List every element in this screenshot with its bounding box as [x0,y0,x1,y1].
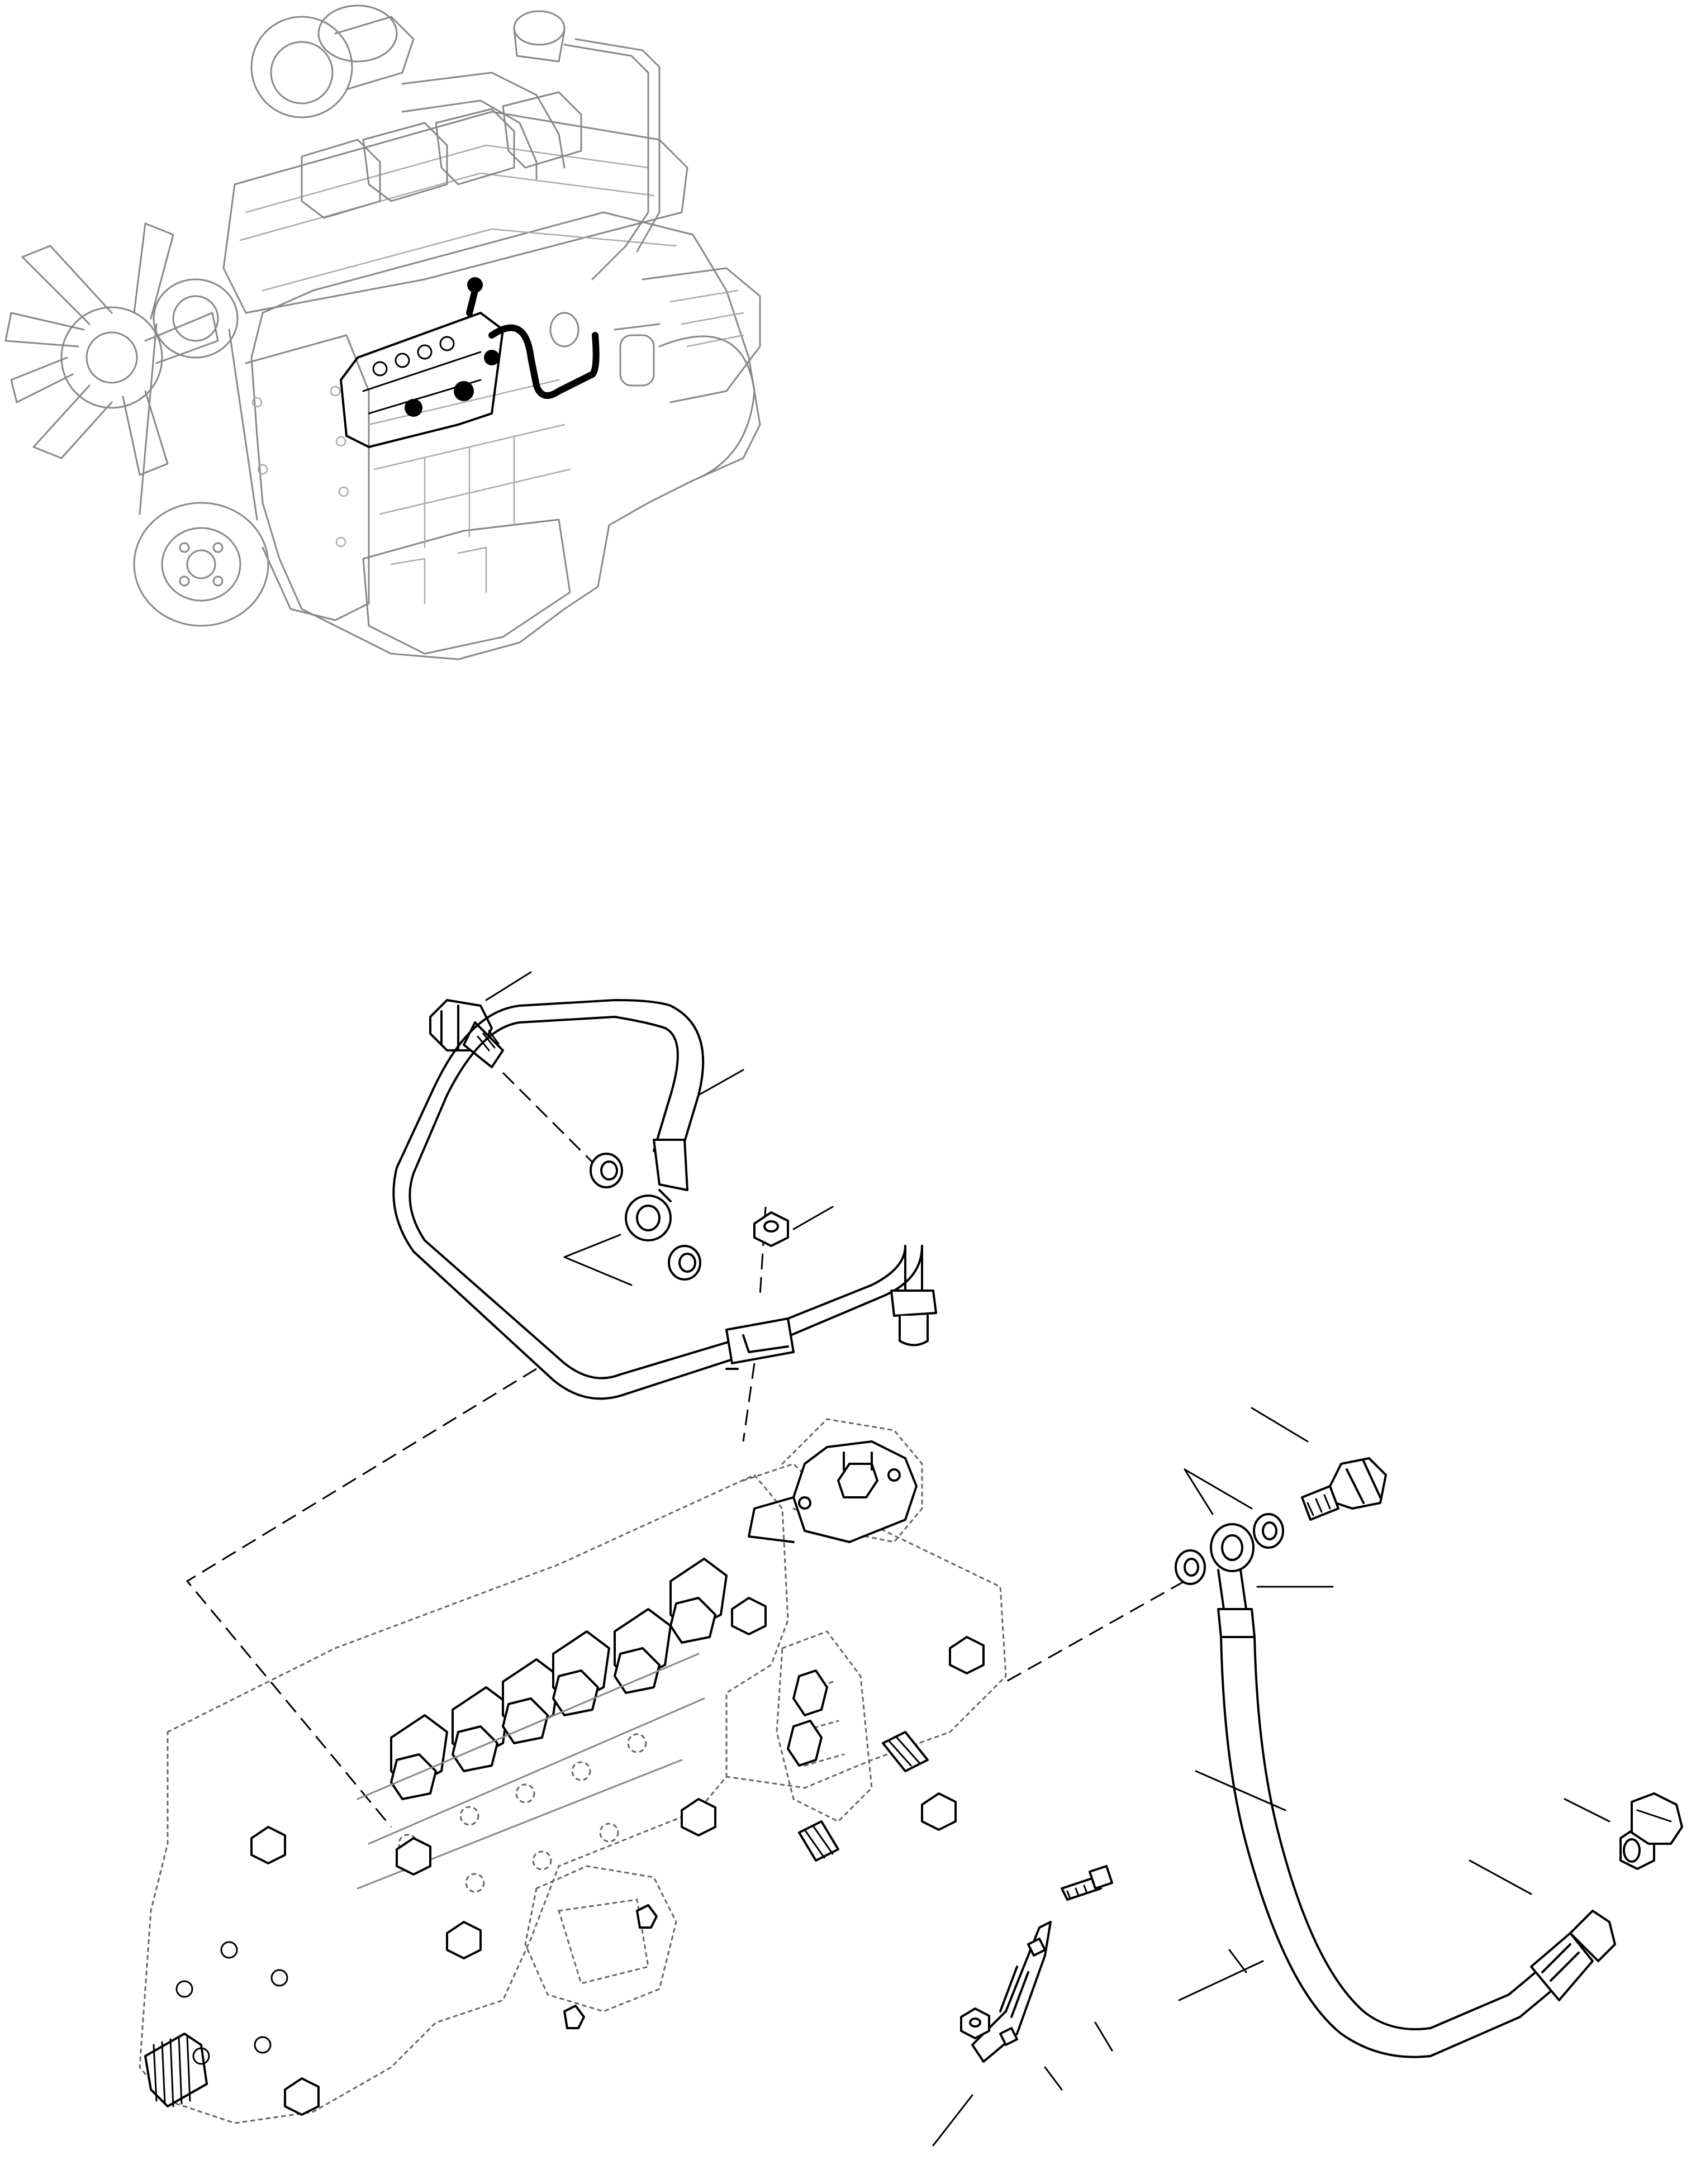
stud-icon [1061,1865,1113,1901]
pump-bolts [250,1597,985,2116]
bracket-icon [971,1921,1052,2063]
delivery-valve-holder-icon [390,1558,728,1800]
fan-icon [4,222,219,476]
fuel-pipe-icon [392,999,937,1400]
drive-shaft-icon [144,2033,208,2107]
sealing-washer-right-icon [1175,1513,1284,1585]
fuel-hose-icon [1210,1523,1616,2058]
engine-overview-icon [4,4,761,660]
highlighted-injection-pump-icon [340,277,600,448]
nut-icon [753,1211,789,1247]
sealing-washer-icon [590,1153,701,1281]
banjo-bolt-right-icon [1301,1457,1387,1521]
banjo-bolt-icon [429,999,504,1068]
injection-pump-icon [139,1418,1007,2124]
elbow-fitting-icon [1619,1792,1683,1870]
leader-lines [485,971,1611,2147]
nut-small-icon [960,2007,990,2039]
governor-cap-icon [748,1440,918,1543]
